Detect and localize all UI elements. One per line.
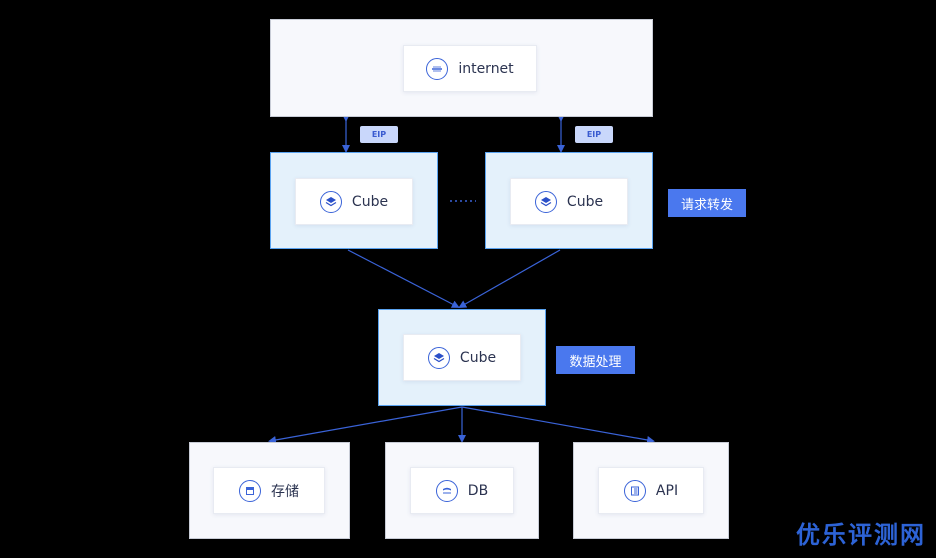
api-label: API (655, 482, 679, 499)
center-to-api (461, 406, 655, 444)
internet-node: internet (403, 45, 537, 92)
cube-node-center: Cube (403, 334, 521, 381)
right-cube-to-center (458, 249, 561, 308)
api-node: API (598, 467, 704, 514)
db-node: DB (410, 467, 514, 514)
internet-label: internet (458, 60, 514, 77)
cube-label-left: Cube (351, 193, 389, 210)
cube-icon (534, 190, 557, 213)
tag-request-forward: 请求转发 (668, 189, 746, 217)
left-cube-to-center (347, 249, 460, 308)
db-label: DB (467, 482, 489, 499)
cube-icon (319, 190, 342, 213)
globe-icon (426, 57, 449, 80)
cube-icon (427, 346, 450, 369)
storage-label: 存储 (271, 483, 299, 500)
watermark: 优乐评测网 (796, 521, 926, 549)
cube-node-right: Cube (510, 178, 628, 225)
eip-badge-right: EIP (575, 126, 613, 143)
cube-label-center: Cube (459, 349, 497, 366)
api-icon (623, 479, 646, 502)
tag-data-process: 数据处理 (556, 346, 635, 374)
cube-label-right: Cube (566, 193, 604, 210)
eip-badge-left: EIP (360, 126, 398, 143)
database-icon (435, 479, 458, 502)
storage-icon (239, 479, 261, 502)
cube-node-left: Cube (295, 178, 413, 225)
center-to-storage (268, 406, 463, 444)
storage-node: 存储 (213, 467, 325, 514)
